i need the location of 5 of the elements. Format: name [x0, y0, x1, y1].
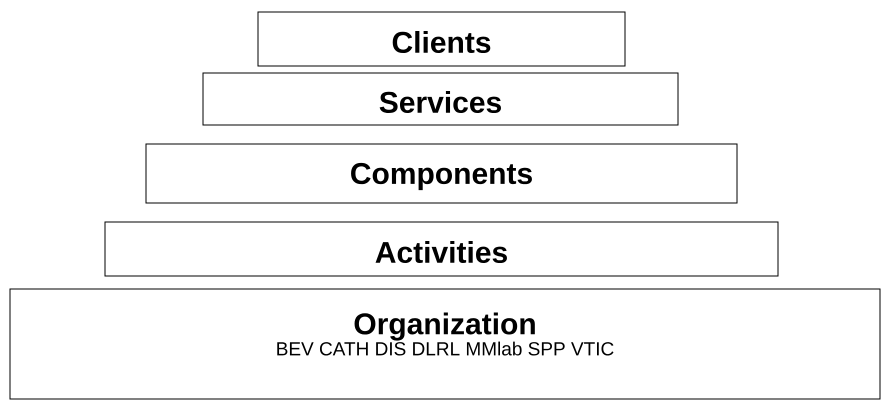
tier-box: Components	[146, 144, 738, 204]
tier-box: Activities	[104, 222, 778, 276]
tier-box: Clients	[258, 12, 626, 66]
tier-box: Services	[202, 72, 678, 126]
tier-box: Organization BEV CATH DIS DLRL MMlab SPP VTIC	[10, 288, 880, 400]
